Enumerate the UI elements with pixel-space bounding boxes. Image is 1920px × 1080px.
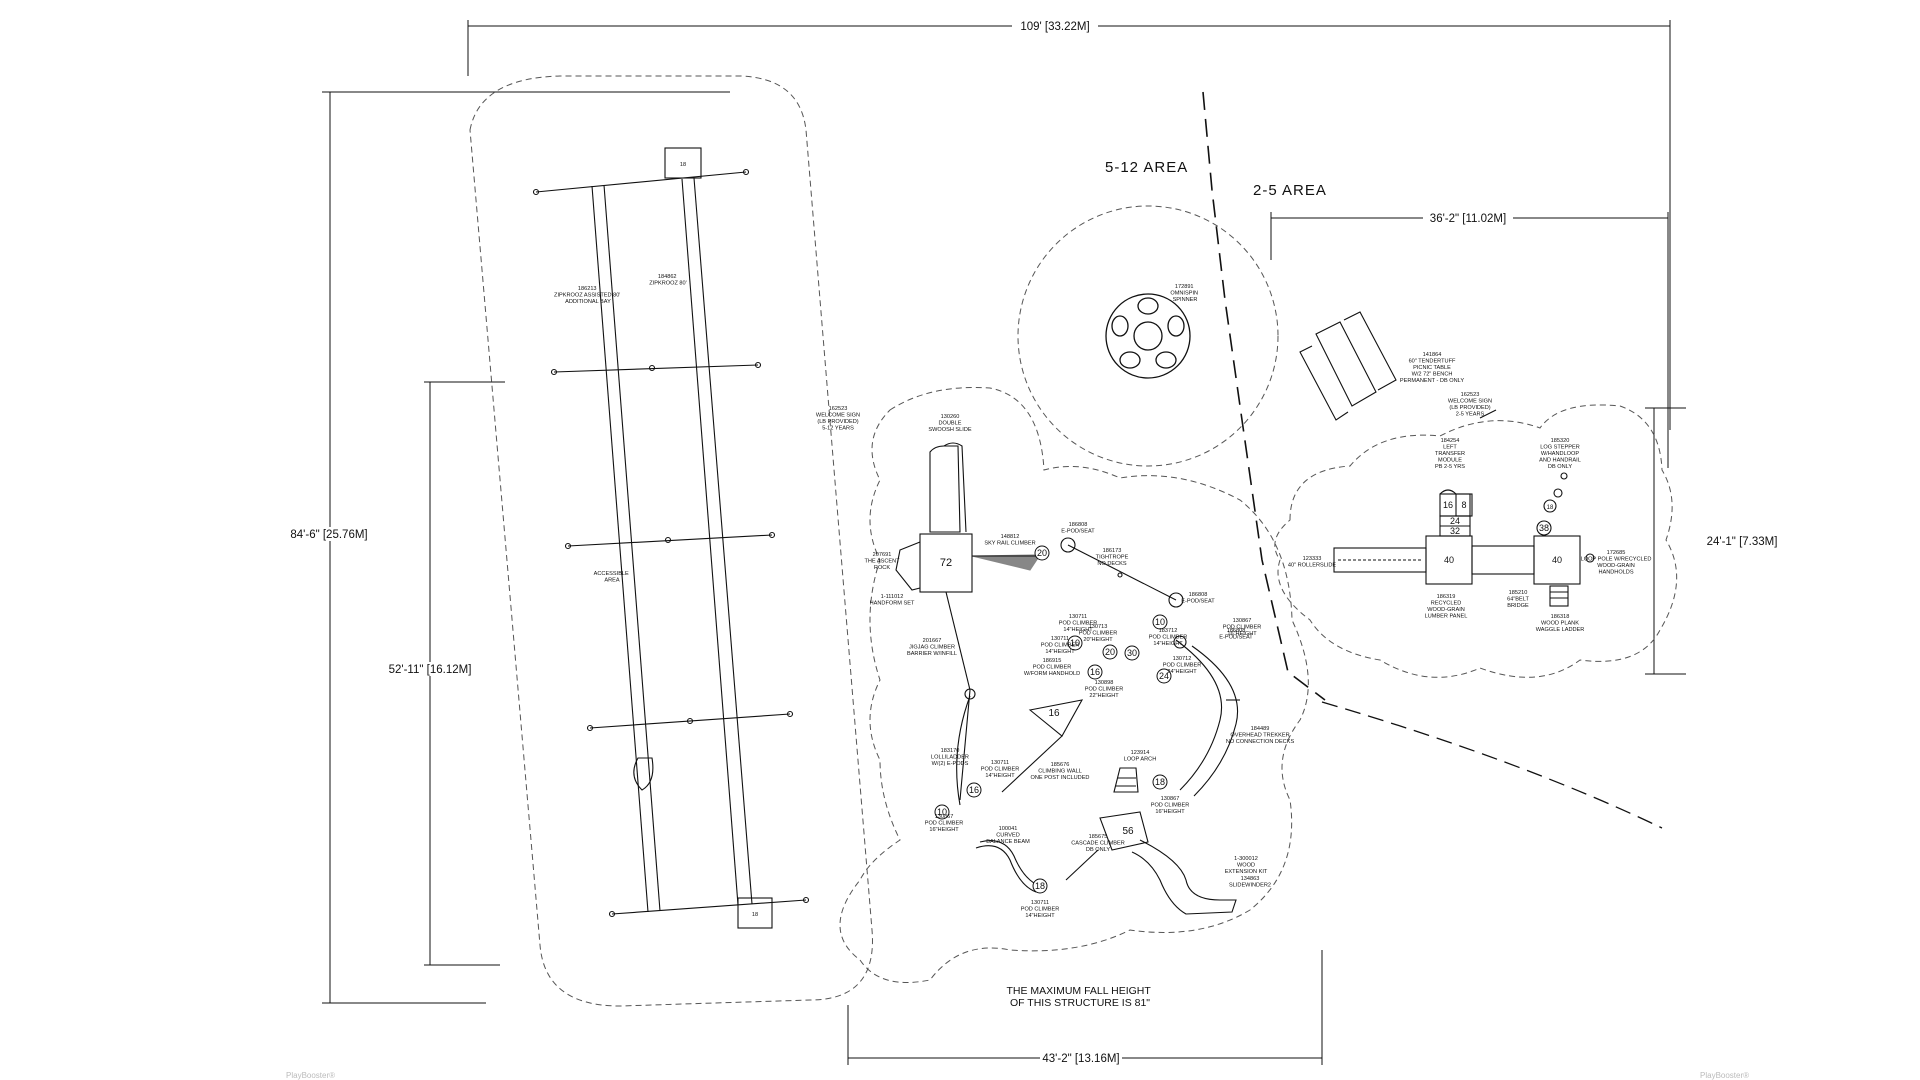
area-label-2-5: 2-5 AREA xyxy=(1253,182,1327,199)
svg-text:20: 20 xyxy=(1037,548,1047,558)
dim-right-top-label: 36'-2" [11.02M] xyxy=(1430,213,1506,225)
svg-text:10: 10 xyxy=(937,807,947,817)
svg-text:16: 16 xyxy=(1443,500,1453,510)
zipline-track-a-label: 186213 ZIPKROOZ ASSISTED 80' ADDITIONAL … xyxy=(554,286,622,305)
svg-text:10: 10 xyxy=(1070,638,1080,648)
zipline-track-b-label: 184862 ZIPKROOZ 80' xyxy=(649,274,686,287)
dim-bottom-label: 43'-2" [13.16M] xyxy=(1042,1053,1119,1065)
deck-56-label: 56 xyxy=(1122,826,1134,837)
svg-text:18: 18 xyxy=(1035,881,1045,891)
pod-circles xyxy=(934,545,1172,894)
zipline-post-top-label: 18 xyxy=(680,162,686,168)
svg-text:16: 16 xyxy=(1090,667,1100,677)
zipline-use-zone xyxy=(469,75,873,1007)
spinner-label: 172891 OMNISPIN SPINNER xyxy=(1170,284,1199,303)
svg-text:10: 10 xyxy=(1155,617,1165,627)
zipline-structure xyxy=(532,147,810,929)
svg-text:30: 30 xyxy=(1127,648,1137,658)
spinner-icon xyxy=(1105,293,1191,379)
svg-text:16: 16 xyxy=(969,785,979,795)
big-structure-use-zone xyxy=(839,387,1309,983)
toddler-use-zone xyxy=(1274,404,1678,678)
accessible-area-label: ACCESSIBLE AREA xyxy=(594,571,631,584)
toddler-deck-numbers: 16 8 24 32 40 40 38 18 xyxy=(1443,500,1562,565)
svg-text:18: 18 xyxy=(1155,777,1165,787)
toddler-structure xyxy=(1299,311,1595,607)
watermark-right: PlayBooster® xyxy=(1700,1071,1749,1080)
area-divider-lower xyxy=(1321,701,1663,829)
svg-text:20: 20 xyxy=(1105,647,1115,657)
pod-numbers: 20 10 10 16 20 30 24 16 18 10 18 xyxy=(937,548,1169,891)
fall-height-note: THE MAXIMUM FALL HEIGHT OF THIS STRUCTUR… xyxy=(1006,985,1153,1009)
area-divider xyxy=(1202,91,1326,701)
dim-right-side-label: 24'-1" [7.33M] xyxy=(1707,536,1778,548)
dim-left-inner-label: 52'-11" [16.12M] xyxy=(389,664,472,676)
svg-text:40: 40 xyxy=(1444,555,1454,565)
zipline-post-bottom-label: 18 xyxy=(752,912,758,918)
watermark-left: PlayBooster® xyxy=(286,1071,335,1080)
svg-text:8: 8 xyxy=(1461,500,1466,510)
spinner-use-zone xyxy=(1017,205,1279,467)
svg-text:24: 24 xyxy=(1450,516,1460,526)
svg-text:38: 38 xyxy=(1539,523,1549,533)
dim-top-label: 109' [33.22M] xyxy=(1020,21,1089,33)
dim-left-total-label: 84'-6" [25.76M] xyxy=(290,529,367,541)
svg-text:32: 32 xyxy=(1450,526,1460,536)
svg-text:18: 18 xyxy=(1547,505,1554,511)
deck-72-label: 72 xyxy=(940,557,952,569)
svg-text:24: 24 xyxy=(1159,671,1169,681)
svg-text:40: 40 xyxy=(1552,555,1562,565)
big-structure xyxy=(895,442,1240,915)
area-label-5-12: 5-12 AREA xyxy=(1105,159,1188,176)
deck-16-label: 16 xyxy=(1048,708,1060,719)
